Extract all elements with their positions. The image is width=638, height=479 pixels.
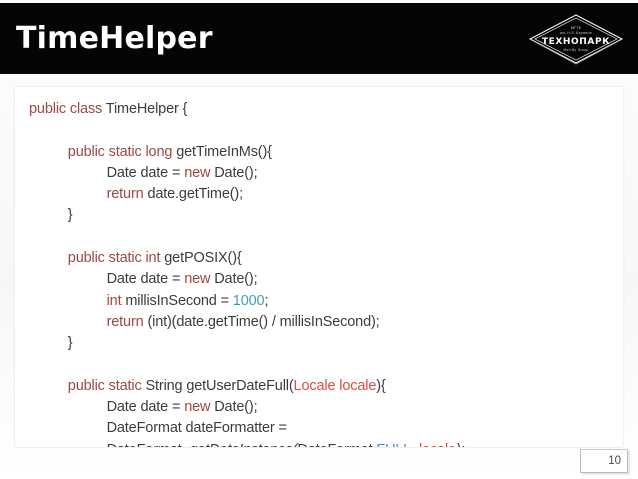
code-line: public static long getTimeInMs(){	[29, 142, 623, 163]
code-line: DateFormat dateFormatter =	[29, 418, 623, 439]
code-token: Date date =	[29, 164, 185, 181]
code-token: public class	[29, 101, 106, 117]
code-token: Date();	[214, 399, 258, 416]
code-token	[29, 293, 107, 309]
logo-main-text: ТЕХНОПАРК	[542, 37, 610, 47]
code-token: new	[184, 399, 215, 416]
code-token: }	[29, 335, 73, 352]
page-number-badge: 10	[580, 449, 628, 473]
technopark-logo: МГТУ им. Н.Э. Баумана ТЕХНОПАРК Mail.Ru …	[528, 13, 624, 65]
code-token: 1000	[232, 292, 265, 309]
code-line	[29, 227, 623, 248]
code-token	[29, 250, 68, 266]
code-line: DateFormat. getDateInstance(DateFormat.F…	[29, 440, 623, 447]
code-token: new	[184, 164, 215, 181]
code-token: String getUserDateFull(	[145, 377, 294, 394]
code-line: Date date = new Date();	[29, 397, 623, 418]
code-token: Locale locale	[293, 377, 377, 394]
code-line: public class TimeHelper {	[29, 99, 623, 120]
code-token: getTimeInMs(){	[176, 143, 272, 160]
logo-top-line-1: МГТУ	[571, 26, 582, 30]
code-token: public static	[67, 377, 146, 394]
code-token: int	[106, 292, 126, 309]
code-token: ){	[376, 377, 386, 394]
java-code-block: public class TimeHelper { public static …	[15, 87, 623, 447]
code-token: (int)(date.getTime() / millisInSecond);	[147, 313, 380, 330]
code-token: Date date =	[29, 271, 185, 288]
code-token: new	[184, 271, 215, 288]
code-token: }	[29, 207, 73, 224]
code-token: getPOSIX(){	[164, 250, 242, 267]
code-token: locale	[419, 442, 456, 447]
code-line	[29, 120, 623, 141]
code-line: int millisInSecond = 1000;	[29, 291, 623, 312]
code-line: public static String getUserDateFull(Loc…	[29, 376, 623, 397]
code-line: }	[29, 205, 623, 226]
code-token: TimeHelper {	[105, 101, 188, 117]
slide-header: TimeHelper МГТУ им. Н.Э. Баумана ТЕХНОПА…	[0, 3, 638, 74]
code-line: return (int)(date.getTime() / millisInSe…	[29, 312, 623, 333]
code-token: date.getTime();	[147, 186, 243, 203]
code-token: return	[106, 313, 148, 330]
code-token: ,	[411, 442, 419, 447]
code-token: getDateInstance(	[189, 442, 297, 447]
logo-diamond-outer	[528, 13, 624, 64]
code-token: return	[106, 186, 148, 203]
code-token: DateFormat.	[297, 442, 376, 447]
code-line: Date date = new Date();	[29, 163, 623, 184]
code-token: Date();	[214, 164, 258, 181]
logo-diamond-shadow	[532, 40, 620, 64]
code-token	[29, 144, 68, 160]
code-line: Date date = new Date();	[29, 269, 623, 290]
code-token: DateFormat dateFormatter =	[29, 420, 287, 437]
code-card: public class TimeHelper { public static …	[14, 86, 624, 448]
code-line: public static int getPOSIX(){	[29, 248, 623, 269]
code-token	[29, 314, 107, 330]
logo-top-line-2: им. Н.Э. Баумана	[560, 31, 592, 35]
logo-diamond-inner	[534, 17, 618, 60]
code-token	[29, 378, 68, 394]
code-line: }	[29, 333, 623, 354]
code-line: return date.getTime();	[29, 184, 623, 205]
page-number: 10	[608, 455, 621, 467]
code-token: DateFormat.	[29, 442, 189, 447]
code-token: public static long	[67, 143, 177, 160]
code-token: Date();	[214, 271, 258, 288]
code-token: );	[456, 442, 465, 447]
code-line	[29, 355, 623, 376]
logo-bottom-line: Mail.Ru Group	[564, 48, 589, 52]
code-token: Date date =	[29, 399, 185, 416]
code-token: public static int	[67, 250, 165, 267]
code-token: FULL	[376, 442, 411, 447]
page-title: TimeHelper	[16, 20, 213, 56]
code-token	[29, 186, 107, 202]
code-token: millisInSecond =	[125, 292, 233, 309]
code-token: ;	[264, 292, 269, 309]
